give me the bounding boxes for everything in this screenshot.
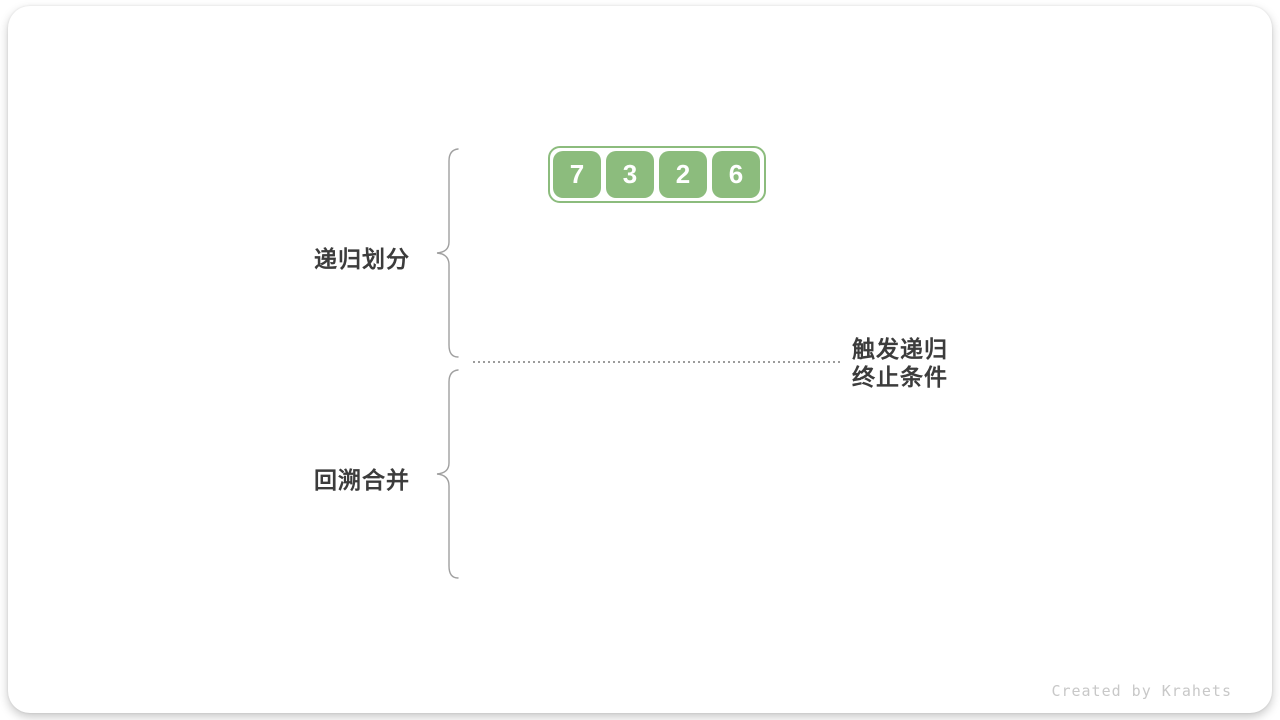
annotation-termination-condition: 触发递归 终止条件 bbox=[852, 335, 948, 391]
array-cell: 6 bbox=[712, 151, 760, 198]
array-container: 7 3 2 6 bbox=[548, 146, 766, 203]
array-cell: 7 bbox=[553, 151, 601, 198]
annotation-line1: 触发递归 bbox=[852, 336, 948, 362]
label-backtrack-merge: 回溯合并 bbox=[314, 467, 410, 493]
curly-brace-divide bbox=[436, 148, 459, 358]
array-cell: 3 bbox=[606, 151, 654, 198]
termination-dotted-line bbox=[473, 361, 841, 363]
diagram-canvas: 7 3 2 6 递归划分 回溯合并 触发递归 终止条件 Created by K… bbox=[8, 6, 1272, 713]
watermark-credit: Created by Krahets bbox=[1051, 682, 1232, 700]
curly-brace-merge bbox=[436, 369, 459, 579]
array-cell: 2 bbox=[659, 151, 707, 198]
label-recursive-divide: 递归划分 bbox=[314, 246, 410, 272]
annotation-line2: 终止条件 bbox=[852, 364, 948, 390]
